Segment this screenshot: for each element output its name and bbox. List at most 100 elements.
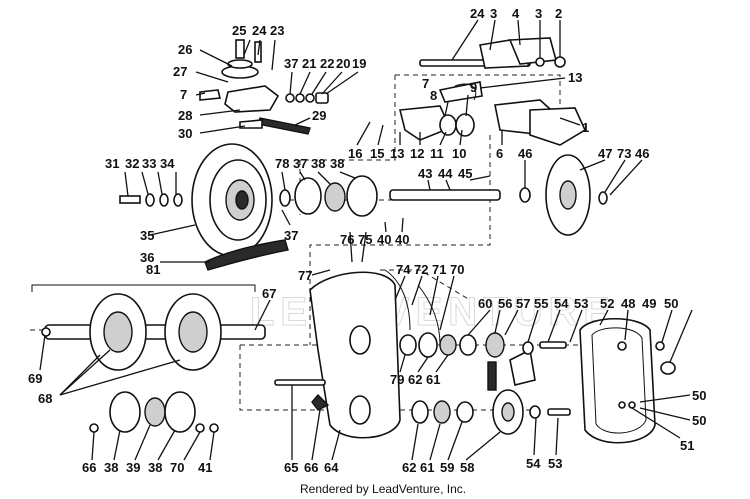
chaincase-cover-52 <box>579 317 676 444</box>
callout-33: 35 <box>140 228 154 243</box>
callout-22: 24 <box>252 23 267 38</box>
callout-40a: 40 <box>395 232 409 247</box>
callout-54a: 54 <box>554 296 569 311</box>
callout-24: 26 <box>178 42 192 57</box>
callout-77: 69 <box>28 371 42 386</box>
callout-27: 29 <box>312 108 326 123</box>
callout-32: 34 <box>160 156 175 171</box>
callout-5: 24 <box>470 6 485 21</box>
callout-51: 51 <box>680 438 694 453</box>
callout-25: 27 <box>173 64 187 79</box>
callout-12: 12 <box>410 146 424 161</box>
callout-42: 44 <box>438 166 453 181</box>
callout-61a: 61 <box>420 460 434 475</box>
callout-38a: 38 <box>311 156 325 171</box>
callout-19: 21 <box>302 56 316 71</box>
callout-58a: 58 <box>460 460 474 475</box>
callout-numbers: 24 3 4 3 2 13 1 6 9 8 7 10 11 12 13 15 1… <box>28 6 706 475</box>
callout-34: 36 <box>140 250 154 265</box>
callout-37b: 38 <box>330 156 344 171</box>
callout-14: 13 <box>568 70 582 85</box>
lower-hub-parts <box>89 391 219 433</box>
callout-44b: 46 <box>635 146 649 161</box>
callout-18: 20 <box>336 56 350 71</box>
callout-35: 37 <box>284 228 298 243</box>
callout-67: 74 <box>396 262 411 277</box>
callout-71: 64 <box>324 460 339 475</box>
callout-74: 66 <box>82 460 96 475</box>
callout-76: 68 <box>38 391 52 406</box>
callout-62a: 62 <box>402 460 416 475</box>
callout-3b: 3 <box>535 6 542 21</box>
callout-45: 47 <box>598 146 612 161</box>
callout-62b: 62 <box>408 372 422 387</box>
callout-53b: 53 <box>548 456 562 471</box>
callout-15: 15 <box>370 146 384 161</box>
callout-37a: 37 <box>293 156 307 171</box>
callout-9: 9 <box>470 80 477 95</box>
callout-30: 32 <box>125 156 139 171</box>
callout-21: 23 <box>270 23 284 38</box>
callout-28: 30 <box>178 126 192 141</box>
group-81-label: 81 <box>146 262 160 277</box>
sprocket-45 <box>545 154 608 236</box>
callout-8: 8 <box>430 88 437 103</box>
callout-44a: 46 <box>518 146 532 161</box>
callout-39: 40 <box>377 232 391 247</box>
callout-57: 57 <box>516 296 530 311</box>
callout-6: 6 <box>496 146 503 161</box>
callout-leaders <box>39 19 693 461</box>
callout-20: 22 <box>320 56 334 71</box>
shaft-42 <box>389 187 531 203</box>
callout-11: 11 <box>430 146 444 161</box>
callout-53a: 53 <box>574 296 588 311</box>
lower-sprocket-58 <box>411 389 571 435</box>
callout-65: 72 <box>414 262 428 277</box>
callout-79: 78 <box>275 156 289 171</box>
hub-parts <box>279 175 378 217</box>
callout-23: 25 <box>232 23 246 38</box>
pulley-33 <box>191 143 273 257</box>
credit-text: Rendered by LeadVenture, Inc. <box>300 482 466 496</box>
callout-47: 49 <box>642 296 656 311</box>
callout-38b: 39 <box>126 460 140 475</box>
callout-50: 50 <box>692 413 706 428</box>
washers-29-32 <box>119 193 183 207</box>
governor-assembly <box>199 39 329 135</box>
callout-3: 3 <box>490 6 497 21</box>
chaincase-71 <box>309 269 441 439</box>
group-81-bracket: 81 <box>31 262 256 292</box>
callout-26: 28 <box>178 108 192 123</box>
callout-73: 66 <box>304 460 318 475</box>
track-drive-76 <box>41 293 266 371</box>
callout-17: 19 <box>352 56 366 71</box>
callout-7b: 7 <box>180 87 187 102</box>
callout-52: 52 <box>600 296 614 311</box>
callout-61b: 61 <box>426 372 440 387</box>
callout-64: 71 <box>432 262 446 277</box>
callout-59: 59 <box>440 460 454 475</box>
callout-49: 50 <box>692 388 706 403</box>
callout-2: 2 <box>555 6 562 21</box>
callout-63: 70 <box>450 262 464 277</box>
callout-37c: 38 <box>104 460 118 475</box>
callout-70: 77 <box>298 268 312 283</box>
callout-36: 37 <box>284 56 298 71</box>
callout-46: 48 <box>621 296 635 311</box>
callout-78: 70 <box>170 460 184 475</box>
callout-29: 31 <box>105 156 119 171</box>
callout-60: 60 <box>478 296 492 311</box>
callout-48: 50 <box>664 296 678 311</box>
callout-75: 67 <box>262 286 276 301</box>
belt-34 <box>204 239 289 271</box>
upper-brackets <box>398 37 587 146</box>
callout-43: 45 <box>458 166 472 181</box>
callout-66: 73 <box>617 146 631 161</box>
callout-40b: 41 <box>198 460 212 475</box>
callout-41: 43 <box>418 166 432 181</box>
callout-56: 56 <box>498 296 512 311</box>
callout-1: 1 <box>582 120 589 135</box>
callout-68: 75 <box>358 232 372 247</box>
callout-54b: 54 <box>526 456 541 471</box>
